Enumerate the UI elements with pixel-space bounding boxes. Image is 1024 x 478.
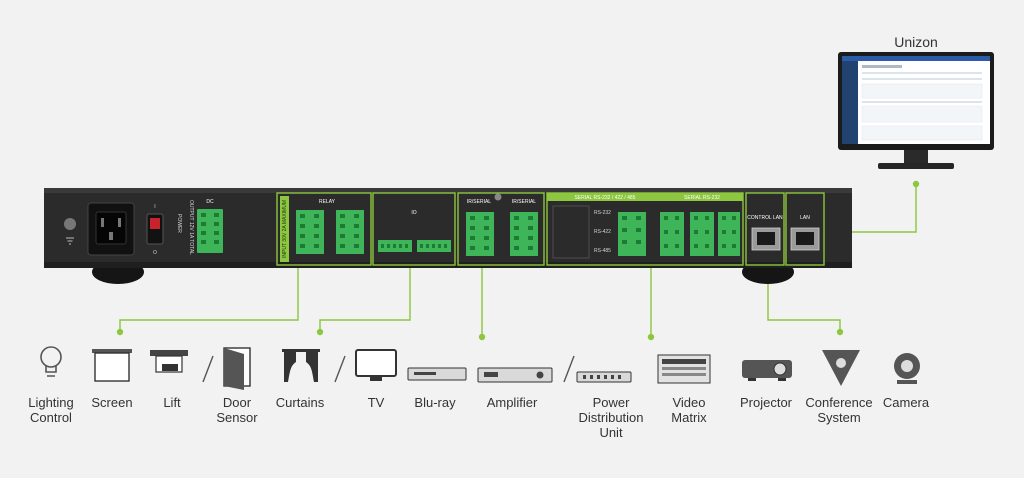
svg-text:I: I [154,204,155,210]
projector-lift-icon [150,350,188,373]
output-label: OUTPUT 12V 1A TOTAL [188,200,194,255]
relay-label: RELAY [319,199,336,205]
serial-section: SERIAL RS-232 / 422 / 485 SERIAL RS-232 … [546,192,744,266]
controller-rear-panel: I O POWER OUTPUT 12V 1A TOTAL DC RELAY I… [44,188,852,284]
ir-serial-section: IR/SERIAL IR/SERIAL [457,192,545,266]
tv-icon [355,349,397,381]
lan-label: LAN [800,215,810,221]
curtains-icon [282,349,320,382]
door-icon [223,347,251,390]
separator-slash-3 [563,355,575,383]
power-label: POWER [176,214,182,233]
relay-side-label: INPUT 30V 2A MAXIMUM [282,200,288,258]
device-label-lighting: Lighting Control [28,395,74,425]
projection-screen-icon [92,349,132,382]
device-label-pdu: Power Distribution Unit [578,395,644,440]
conference-mic-icon [822,350,860,386]
port-tag-485: RS-485 [594,248,611,254]
video-matrix-icon [657,354,711,384]
device-label-projector: Projector [739,395,793,410]
device-label-lift: Lift [163,395,181,410]
port-tag-232: RS-232 [594,210,611,216]
svg-text:O: O [153,250,157,256]
connection-endpoints [116,180,920,341]
device-label-bluray: Blu-ray [414,395,456,410]
connection-lines [119,185,917,335]
power-inlet [87,202,135,256]
projector-icon [742,360,792,381]
device-label-conference: Conference System [805,395,873,425]
control-lan-label: CONTROL LAN [747,215,783,221]
io-label: IO [411,210,416,216]
power-switch: I O [146,204,164,256]
webcam-icon [894,353,920,384]
control-lan-port: CONTROL LAN [745,192,785,266]
power-strip-icon [576,371,632,383]
separator-slash-2 [334,355,346,383]
bluray-player-icon [407,367,467,381]
software-name: Unizon [894,34,938,50]
ir-serial-label-2: IR/SERIAL [512,199,536,205]
device-label-door-sensor: Door Sensor [216,395,258,425]
dc-label: DC [206,199,214,205]
device-label-amplifier: Amplifier [486,395,538,410]
device-label-video-matrix: Video Matrix [671,395,707,425]
relay-section: RELAY INPUT 30V 2A MAXIMUM [276,192,372,266]
device-label-tv: TV [367,395,385,410]
serial-232-label: SERIAL RS-232 [684,195,720,201]
lan-port: LAN [785,192,825,266]
port-tag-422: RS-422 [594,229,611,235]
device-label-screen: Screen [91,395,133,410]
serial-mixed-label: SERIAL RS-232 / 422 / 485 [575,195,636,201]
amplifier-icon [477,367,553,383]
device-label-camera: Camera [882,395,930,410]
ground-screw-icon [64,218,76,245]
device-label-curtains: Curtains [275,395,325,410]
io-section: IO [372,192,456,266]
unizon-monitor [838,52,994,169]
ir-serial-label-1: IR/SERIAL [467,199,491,205]
separator-slash-1 [202,355,214,383]
bulb-icon [40,346,62,377]
dc-terminal-block [197,209,223,253]
